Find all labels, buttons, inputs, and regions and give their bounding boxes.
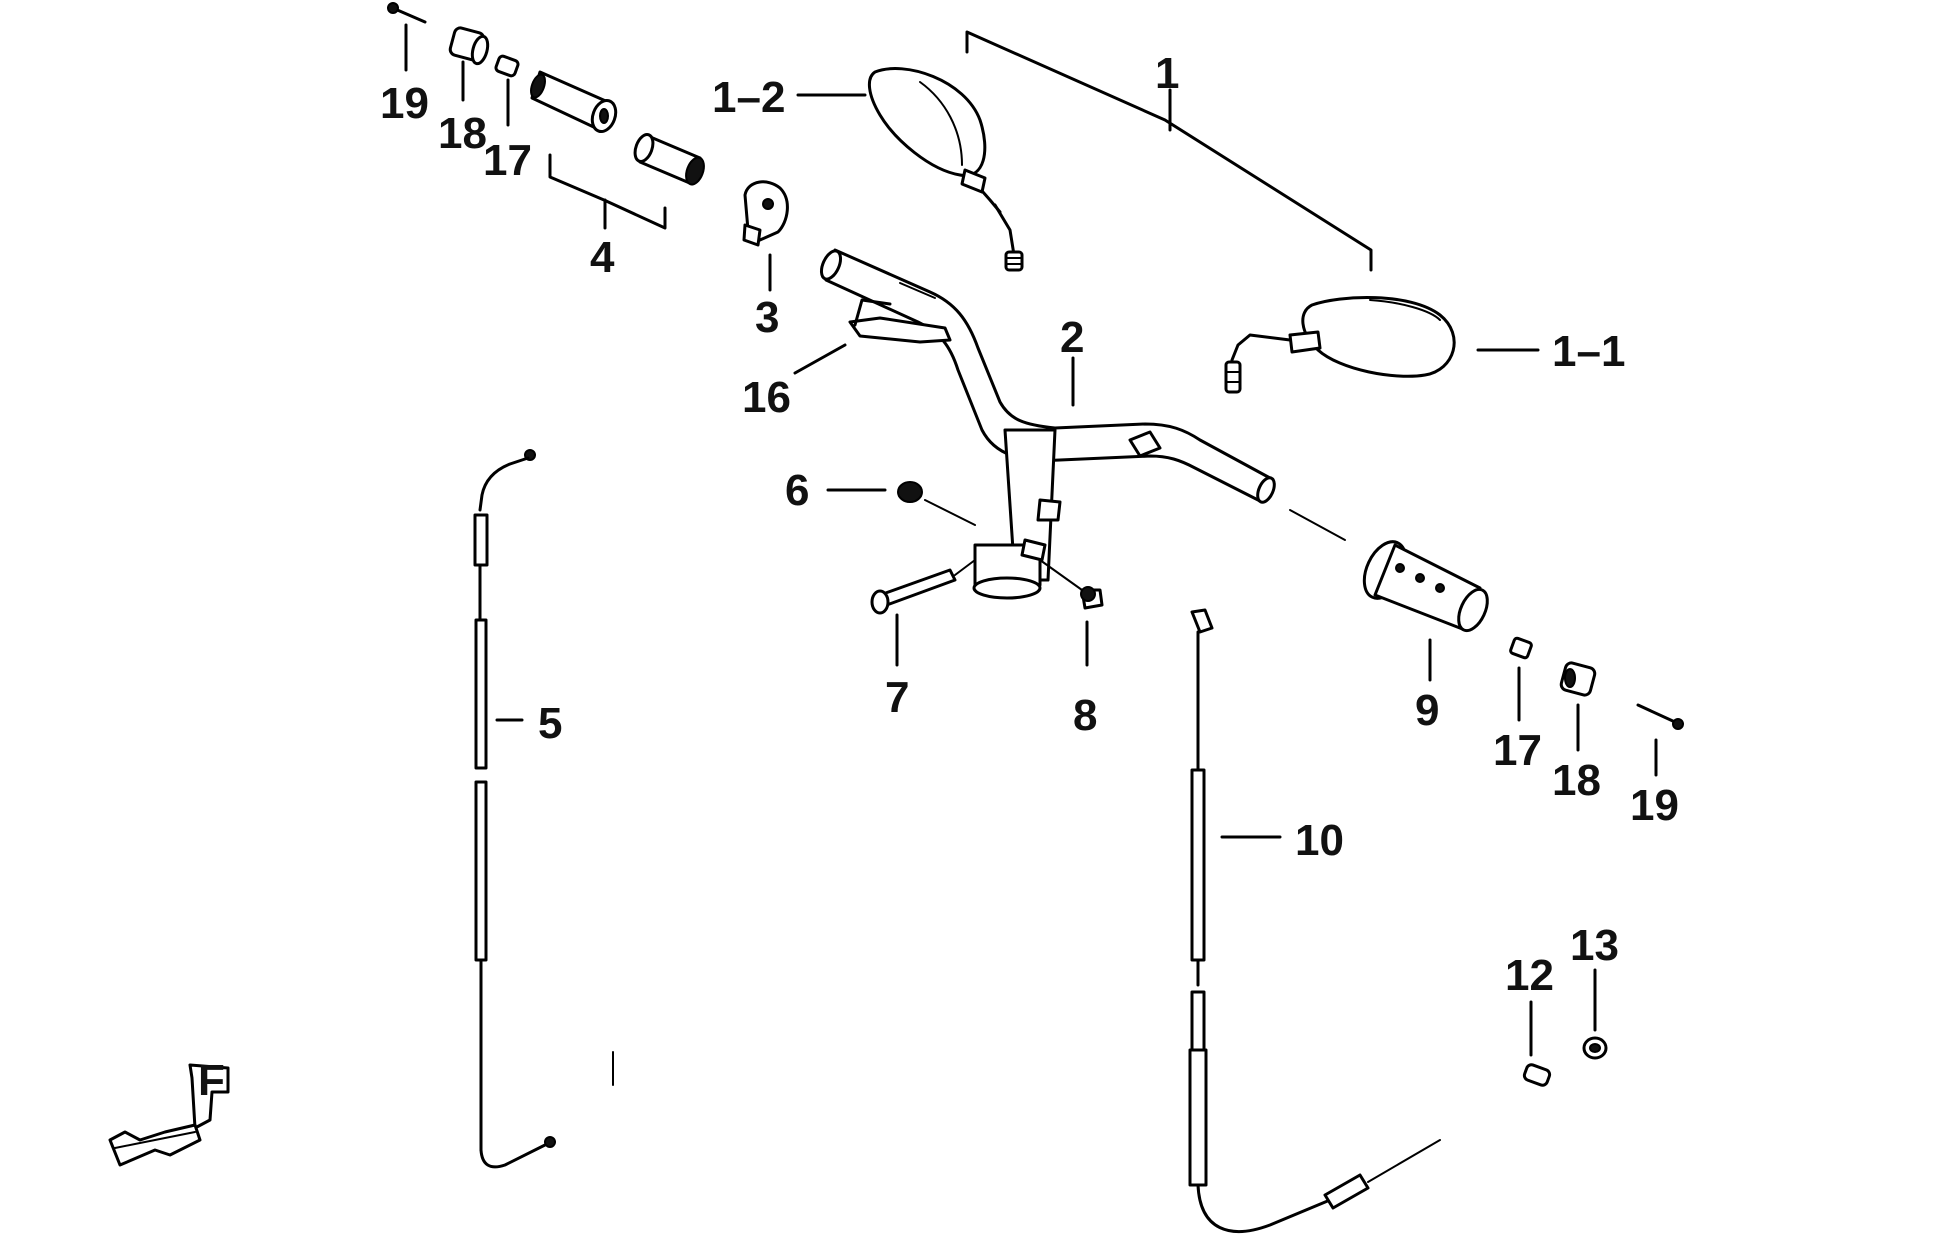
label-1-2: 1–2 [712, 73, 785, 122]
part-13-nut [1582, 1036, 1608, 1060]
label-9: 9 [1415, 686, 1439, 735]
part-18-left-weight [448, 26, 490, 66]
label-17-left: 17 [483, 136, 532, 185]
label-10: 10 [1295, 816, 1344, 865]
part-1-1-right-mirror [1224, 296, 1456, 394]
label-13: 13 [1570, 921, 1619, 970]
label-8: 8 [1073, 691, 1097, 740]
label-1-1: 1–1 [1552, 327, 1625, 376]
part-19-right-screw [1636, 703, 1684, 730]
part-1-2-left-mirror [867, 67, 1024, 272]
part-17-left-collar [494, 54, 520, 78]
label-2: 2 [1060, 313, 1084, 362]
part-8-bolt [1080, 586, 1104, 610]
front-marker-letter: F [198, 1056, 225, 1105]
left-grip-assembly [387, 2, 705, 186]
label-19-right: 19 [1630, 781, 1679, 830]
part-18-right-weight [1559, 661, 1597, 697]
part-10-brake-cable [1188, 608, 1441, 1233]
label-1: 1 [1155, 49, 1179, 98]
part-6-nut [897, 481, 923, 503]
label-17-right: 17 [1493, 726, 1542, 775]
part-17-right-collar [1509, 636, 1533, 660]
part-2-handlebar [819, 248, 1276, 600]
part-3-throttle-housing [742, 180, 789, 247]
part-7-bolt [870, 568, 957, 615]
part-19-left-screw [387, 2, 427, 24]
part-9-right-grip [1362, 540, 1489, 633]
part-4-throttle-grip [530, 70, 705, 186]
label-18-left: 18 [438, 109, 487, 158]
part-5-throttle-cable [473, 449, 556, 1169]
label-6: 6 [785, 466, 809, 515]
label-18-right: 18 [1552, 756, 1601, 805]
label-7: 7 [885, 673, 909, 722]
label-16: 16 [742, 373, 791, 422]
label-3: 3 [755, 293, 779, 342]
label-4: 4 [590, 233, 615, 282]
label-12: 12 [1505, 951, 1554, 1000]
part-16-bracket [848, 298, 952, 344]
label-5: 5 [538, 699, 562, 748]
part-12-nut [1522, 1063, 1552, 1087]
label-19-left: 19 [380, 79, 429, 128]
front-direction-marker: F [108, 1056, 230, 1167]
